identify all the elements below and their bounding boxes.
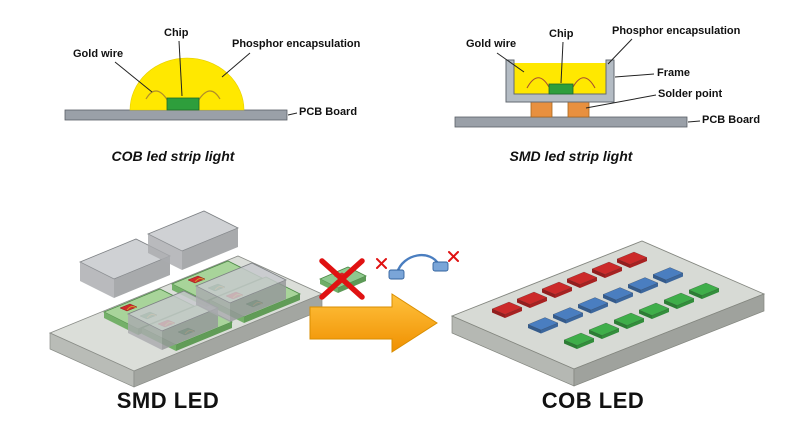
- cob-pcb-bar: [64, 109, 288, 121]
- smd-label-chip: Chip: [549, 28, 574, 40]
- leader-line-smd-pcb: [687, 120, 701, 123]
- cob-led-title: COB LED: [541, 388, 645, 413]
- wire-arc: [395, 253, 441, 274]
- smd-label-phosphor: Phosphor encapsulation: [612, 25, 741, 37]
- smd-label-gold-wire: Gold wire: [466, 38, 517, 50]
- smd-pcb-bar: [454, 116, 688, 128]
- transition-graphic: [309, 251, 459, 353]
- big-red-cross: [319, 258, 365, 300]
- cob-board-right-face: [573, 293, 765, 387]
- leader-line-smd-solder: [585, 94, 657, 109]
- smd-led-title: SMD LED: [116, 388, 220, 413]
- cob-caption: COB led strip light: [111, 148, 235, 164]
- leader-line-smd-phosphor: [607, 38, 633, 65]
- leader-line-cob-phosphor: [221, 52, 251, 78]
- smd-chip-rect: [548, 83, 574, 95]
- cob-led-3d-graphic: [450, 240, 766, 387]
- smd-label-solder: Solder point: [658, 88, 723, 100]
- cob-label-gold-wire: Gold wire: [73, 48, 124, 60]
- leader-line-smd-gold-wire: [496, 52, 525, 73]
- cob-label-chip: Chip: [164, 27, 189, 39]
- smd-label-frame: Frame: [657, 67, 691, 79]
- cob-label-pcb: PCB Board: [299, 106, 358, 118]
- smd-label-pcb: PCB Board: [702, 114, 761, 126]
- small-red-cross-right: [448, 251, 459, 262]
- cob-chip-rect: [166, 97, 200, 111]
- smd-solder-pad-left: [530, 101, 553, 118]
- cob-label-phosphor: Phosphor encapsulation: [232, 38, 361, 50]
- wire-pad-left: [388, 269, 405, 280]
- leader-line-cob-pcb: [287, 112, 298, 116]
- leader-line-cob-chip: [178, 40, 183, 97]
- leader-line-smd-frame: [614, 73, 655, 78]
- smd-led-3d-graphic: [48, 210, 324, 388]
- leader-line-cob-gold-wire: [114, 61, 153, 93]
- right-arrow: [309, 293, 438, 353]
- smd-frame-shape: [505, 59, 615, 103]
- cob-phosphor-dome: [129, 57, 245, 111]
- wire-pad-right: [432, 261, 449, 272]
- small-red-cross-left: [376, 258, 387, 269]
- smd-solder-pad-right: [567, 101, 590, 118]
- leader-line-smd-chip: [560, 41, 564, 84]
- smd-caption: SMD led strip light: [509, 148, 633, 164]
- cob-structure-graphic: [64, 40, 298, 121]
- smd-gold-wires: [526, 77, 596, 89]
- smd-structure-graphic: [454, 38, 701, 128]
- cob-gold-wires: [145, 90, 221, 102]
